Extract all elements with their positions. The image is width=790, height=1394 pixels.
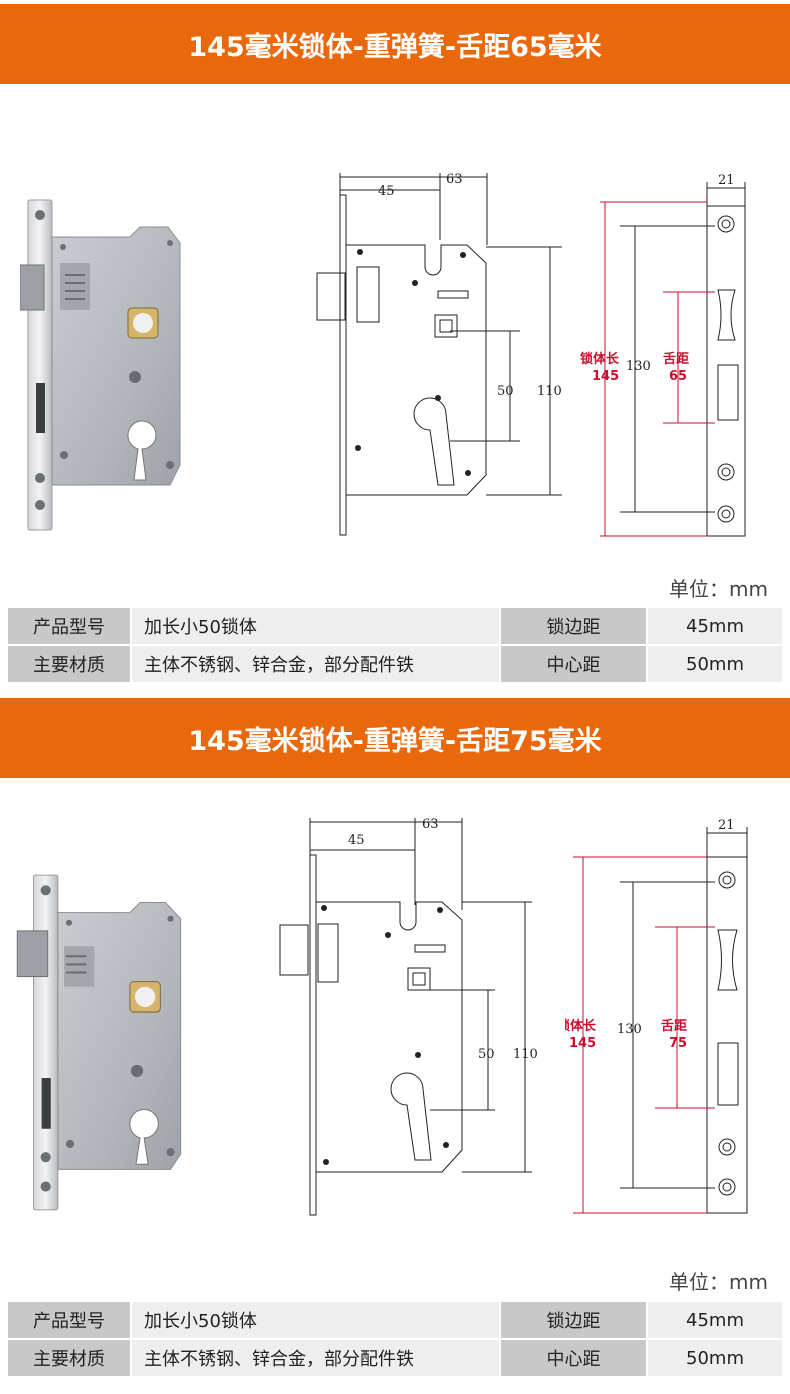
dim-top-width: 63 xyxy=(446,172,463,187)
dim-top-width: 63 xyxy=(422,817,439,832)
table-row: 产品型号 加长小50锁体 锁边距 45mm xyxy=(8,608,782,644)
lock-body-photo xyxy=(20,199,181,531)
tongue-value: 75 xyxy=(669,1036,687,1051)
length-label: 锁体长 xyxy=(580,351,620,367)
front-view-drawing: 45 63 50 110 xyxy=(279,817,538,1216)
section-title-banner: 145毫米锁体-重弹簧-舌距75毫米 xyxy=(0,698,790,778)
spec-label: 锁边距 xyxy=(501,1302,646,1338)
section-title: 145毫米锁体-重弹簧-舌距65毫米 xyxy=(188,31,602,63)
spec-label: 产品型号 xyxy=(8,1302,130,1338)
dim-center: 50 xyxy=(478,1047,495,1062)
table-row: 主要材质 主体不锈钢、锌合金，部分配件铁 中心距 50mm xyxy=(8,646,782,682)
inner-value: 130 xyxy=(626,359,651,374)
section-lock-65: 145毫米锁体-重弹簧-舌距65毫米 xyxy=(0,0,790,695)
spec-label: 主要材质 xyxy=(8,1340,130,1376)
dim-height: 110 xyxy=(537,384,562,399)
spec-value: 加长小50锁体 xyxy=(132,608,499,644)
spec-value: 50mm xyxy=(648,1340,782,1376)
lock-body-photo xyxy=(16,874,182,1211)
tongue-label: 舌距 xyxy=(661,1018,687,1034)
spec-label: 主要材质 xyxy=(8,646,130,682)
table-row: 产品型号 加长小50锁体 锁边距 45mm xyxy=(8,1302,782,1338)
section-title: 145毫米锁体-重弹簧-舌距75毫米 xyxy=(188,725,602,757)
table-row: 主要材质 主体不锈钢、锌合金，部分配件铁 中心距 50mm xyxy=(8,1340,782,1376)
spec-label: 中心距 xyxy=(501,1340,646,1376)
unit-label: 单位：mm xyxy=(669,1270,768,1294)
spec-value: 加长小50锁体 xyxy=(132,1302,499,1338)
spec-table: 产品型号 加长小50锁体 锁边距 45mm 主要材质 主体不锈钢、锌合金，部分配… xyxy=(6,1300,784,1378)
spec-table: 产品型号 加长小50锁体 锁边距 45mm 主要材质 主体不锈钢、锌合金，部分配… xyxy=(6,606,784,684)
spec-label: 中心距 xyxy=(501,646,646,682)
dim-center: 50 xyxy=(497,384,514,399)
section-title-banner: 145毫米锁体-重弹簧-舌距65毫米 xyxy=(0,4,790,84)
inner-value: 130 xyxy=(617,1022,642,1037)
tongue-value: 65 xyxy=(669,369,687,384)
tongue-label: 舌距 xyxy=(663,351,689,367)
spec-value: 主体不锈钢、锌合金，部分配件铁 xyxy=(132,1340,499,1376)
side-view-drawing: 锁体长 145 130 舌距 75 21 xyxy=(565,818,748,1214)
edge-value: 21 xyxy=(718,818,735,833)
unit-label: 单位：mm xyxy=(669,577,768,601)
spec-label: 锁边距 xyxy=(501,608,646,644)
dim-backset: 45 xyxy=(348,833,365,848)
length-value: 145 xyxy=(569,1036,596,1051)
dim-backset: 45 xyxy=(378,184,395,199)
side-view-drawing: 锁体长 145 130 舌距 65 21 xyxy=(580,173,746,537)
edge-value: 21 xyxy=(718,173,735,188)
length-value: 145 xyxy=(592,369,619,384)
length-label: 锁体长 xyxy=(565,1018,597,1034)
section-lock-75: 145毫米锁体-重弹簧-舌距75毫米 xyxy=(0,695,790,1394)
spec-label: 产品型号 xyxy=(8,608,130,644)
front-view-drawing: 45 63 50 110 xyxy=(316,172,562,536)
spec-value: 主体不锈钢、锌合金，部分配件铁 xyxy=(132,646,499,682)
spec-value: 45mm xyxy=(648,1302,782,1338)
spec-value: 45mm xyxy=(648,608,782,644)
spec-value: 50mm xyxy=(648,646,782,682)
dim-height: 110 xyxy=(513,1047,538,1062)
